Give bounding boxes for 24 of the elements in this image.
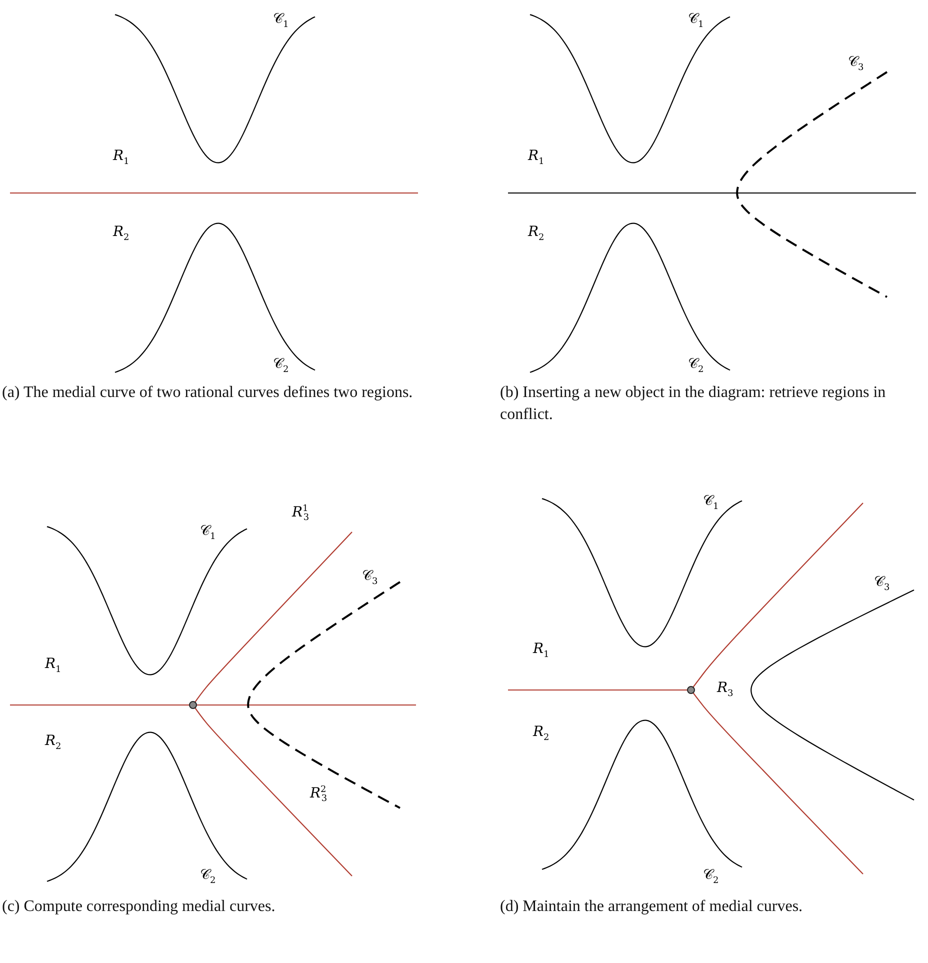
curve-label: 𝒞$_{1}$ <box>688 12 704 30</box>
curve-label: R$_{3}$ <box>717 681 734 699</box>
curve-label: 𝒞$_{3}$ <box>874 575 890 593</box>
curve-label: R$_{2}$ <box>528 225 544 243</box>
curve-label: R$_{1}$ <box>533 642 550 660</box>
curve-label: 𝒞$_{2}$ <box>200 868 216 886</box>
curve-label: R$_{1}$ <box>528 149 544 167</box>
subfigure-caption: (b) Inserting a new object in the diagram: retrieve regions in conflict. <box>500 383 887 425</box>
subfigure-caption: (a) The medial curve of two rational curves defines two regions. <box>2 383 414 403</box>
curve-label: R$_{1}$ <box>45 657 62 675</box>
curve-label: 𝒞$_{2}$ <box>703 868 719 886</box>
subfigure-caption: (d) Maintain the arrangement of medial curves. <box>500 897 804 917</box>
subfigure-caption: (c) Compute corresponding medial curves. <box>2 897 276 917</box>
curve-label: R$_{2}$ <box>533 725 550 743</box>
curve-label: R$_{1}$ <box>113 149 130 167</box>
curve-label: 𝒞$_{3}$ <box>362 569 378 587</box>
curve-label: 𝒞$_{2}$ <box>273 357 289 375</box>
curve-label: 𝒞$_{1}$ <box>703 494 719 512</box>
curve-label: 𝒞$_{3}$ <box>848 55 864 73</box>
curve-label: 𝒞$_{1}$ <box>200 524 216 542</box>
curve-label: R$_{2}$ <box>113 225 130 243</box>
curve-label: 𝒞$_{1}$ <box>273 12 289 30</box>
curve-label: R$_{2}$ <box>45 734 62 752</box>
curve-label: 𝒞$_{2}$ <box>688 357 704 375</box>
